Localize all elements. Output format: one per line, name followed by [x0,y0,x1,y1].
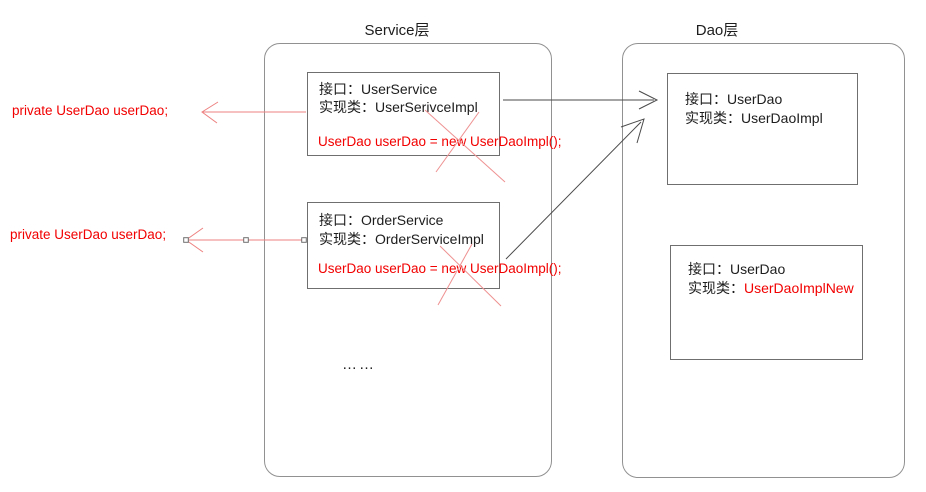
node-user-dao-new[interactable]: 接口：UserDao 实现类：UserDaoImplNew [670,245,863,360]
user-dao-new-impl-value: UserDaoImplNew [744,280,854,296]
user-dao-interface-line: 接口：UserDao [685,91,783,107]
dao-layer-container[interactable] [622,43,905,478]
order-service-impl-line: 实现类：OrderServiceImpl [319,231,484,247]
user-dao-new-impl-label: 实现类： [688,280,744,296]
field-declaration-annotation-2: private UserDao userDao; [10,227,167,242]
user-dao-impl-line: 实现类：UserDaoImpl [685,110,823,126]
user-service-impl-line: 实现类：UserSerivceImpl [319,99,478,115]
order-service-code-line: UserDao userDao = new UserDaoImpl(); [318,261,562,276]
order-service-interface-line: 接口：OrderService [319,212,444,228]
service-layer-ellipsis: …… [342,356,376,373]
service-layer-label: Service层 [364,22,430,39]
node-user-dao[interactable]: 接口：UserDao 实现类：UserDaoImpl [667,73,858,185]
user-dao-new-interface-line: 接口：UserDao [688,261,786,277]
service-layer-container[interactable] [264,43,552,477]
user-dao-new-impl-line: 实现类：UserDaoImplNew [688,279,862,298]
user-service-interface-line: 接口：UserService [319,81,438,97]
dao-layer-label: Dao层 [695,22,739,39]
field-declaration-annotation-1: private UserDao userDao; [12,103,169,118]
user-service-code-line: UserDao userDao = new UserDaoImpl(); [318,134,562,149]
